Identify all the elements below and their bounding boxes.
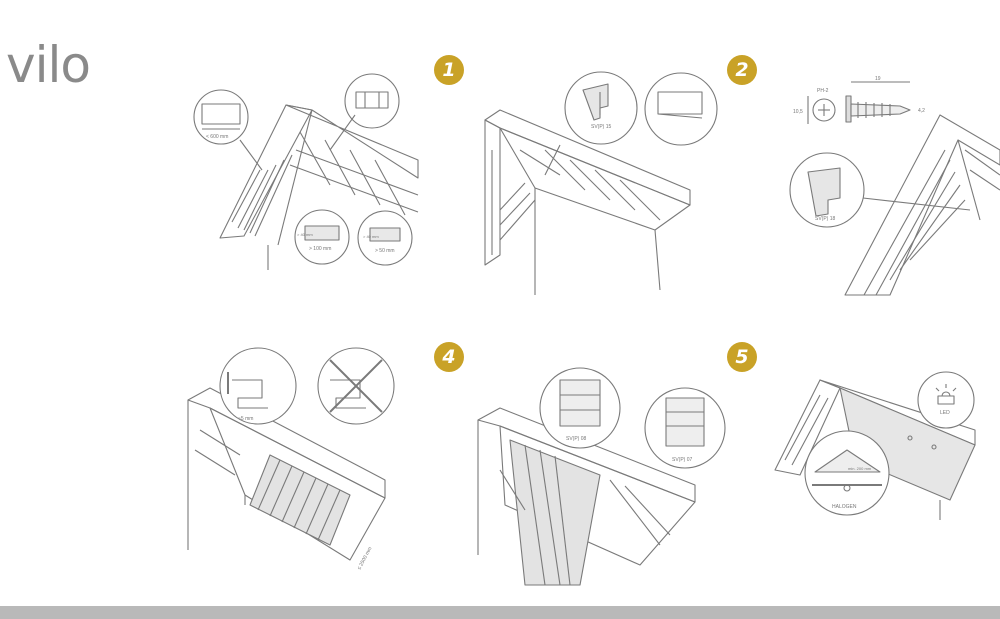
gap-dimension: ~5 mm (238, 416, 253, 422)
led-label: LED (940, 410, 950, 416)
step-3-illustration: 10,5 PH-2 19 4,2 SV(P) 18 (789, 76, 1000, 296)
dim-5: > 40 mm (363, 234, 379, 239)
step-5-illustration: SV(P) 08 SV(P) 07 (477, 367, 726, 586)
screw-drive: PH-2 (817, 88, 829, 94)
step-badge-1: 1 (434, 55, 464, 85)
step-badge-2: 2 (727, 55, 757, 85)
step-badge-5: 5 (727, 342, 757, 372)
halogen-label: HALOGEN (832, 504, 857, 510)
dim-4: > 50 mm (375, 248, 395, 254)
dim-1: < 600 mm (206, 134, 228, 140)
step-6-illustration: LED min. 200 mm HALOGEN (774, 371, 976, 520)
vilo-logo: vilo (6, 36, 91, 94)
profile-sv-p-08: SV(P) 08 (566, 436, 587, 442)
screw-length: 19 (875, 76, 881, 82)
min-distance: min. 200 mm (848, 466, 872, 471)
footer-bar (0, 606, 1000, 619)
step-2-illustration: SV(P) 15 (484, 71, 718, 295)
profile-sv-p-18: SV(P) 18 (815, 216, 836, 222)
step-4-illustration: ≤ 2500 mm ~5 mm (187, 347, 395, 571)
dim-2: > 100 mm (309, 246, 331, 252)
step-1-illustration: < 600 mm > 100 mm > 40 mm > 50 mm > 40 m… (193, 73, 419, 270)
profile-sv-p-07: SV(P) 07 (672, 457, 693, 463)
screw-shank-diameter: 4,2 (918, 108, 925, 114)
dim-3: > 40 mm (297, 232, 313, 237)
screw-head-diameter: 10,5 (793, 109, 803, 115)
step-badge-4: 4 (434, 342, 464, 372)
profile-sv-p-15: SV(P) 15 (591, 124, 612, 130)
span-dimension: ≤ 2500 mm (356, 546, 373, 571)
